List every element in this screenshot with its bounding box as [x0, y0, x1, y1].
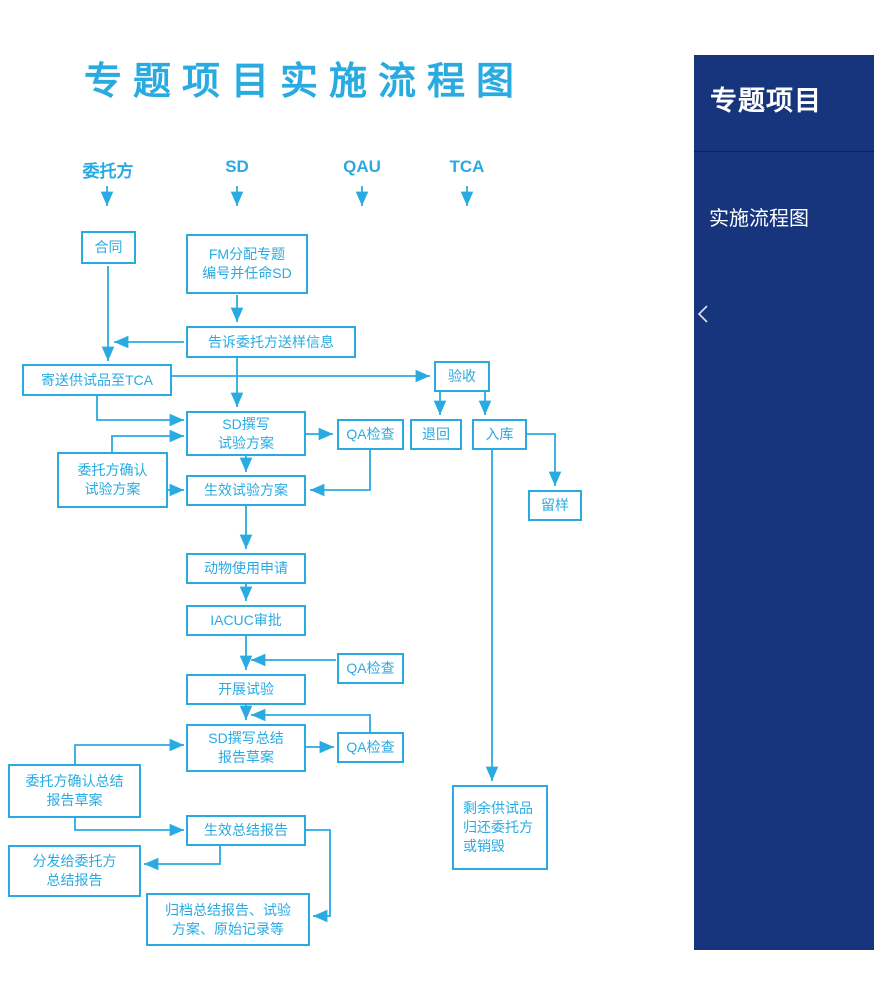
- flow-box-notify-sample-info: 告诉委托方送样信息: [186, 326, 356, 358]
- sidebar-heading: 专题项目: [710, 86, 822, 116]
- page-title: 专题项目实施流程图: [84, 61, 526, 103]
- flow-box-reject: 退回: [410, 419, 462, 450]
- flow-box-retain-sample: 留样: [528, 490, 582, 521]
- column-header-sd: SD: [225, 157, 249, 176]
- flow-box-qa-check-2: QA检查: [337, 653, 404, 684]
- sidebar-divider: [694, 151, 874, 152]
- flow-box-qa-check-3: QA检查: [337, 732, 404, 763]
- column-header-sponsor: 委托方: [82, 162, 134, 181]
- flow-box-iacuc-approval: IACUC审批: [186, 605, 306, 636]
- column-header-qau: QAU: [343, 157, 381, 176]
- flow-box-send-test-article: 寄送供试品至TCA: [22, 364, 172, 396]
- collapse-chevron-icon[interactable]: [696, 303, 710, 325]
- flow-box-sponsor-confirm-protocol: 委托方确认 试验方案: [57, 452, 168, 508]
- column-header-tca: TCA: [449, 157, 485, 176]
- flow-box-remaining-sample: 剩余供试品 归还委托方 或销毁: [452, 785, 548, 870]
- sidebar-item-flowchart[interactable]: 实施流程图: [709, 208, 809, 230]
- flow-box-sd-draft-protocol: SD撰写 试验方案: [186, 411, 306, 456]
- flow-box-sd-draft-report: SD撰写总结 报告草案: [186, 724, 306, 772]
- flow-box-animal-use-application: 动物使用申请: [186, 553, 306, 584]
- flow-box-sponsor-confirm-report: 委托方确认总结 报告草案: [8, 764, 141, 818]
- flow-box-distribute-report: 分发给委托方 总结报告: [8, 845, 141, 897]
- flow-box-warehouse: 入库: [472, 419, 527, 450]
- sidebar: 专题项目 实施流程图: [694, 55, 874, 950]
- flow-box-archive: 归档总结报告、试验 方案、原始记录等: [146, 893, 310, 946]
- flow-box-conduct-study: 开展试验: [186, 674, 306, 705]
- flow-box-effective-protocol: 生效试验方案: [186, 475, 306, 506]
- flow-box-contract: 合同: [81, 231, 136, 264]
- flow-box-qa-check-1: QA检查: [337, 419, 404, 450]
- flow-box-acceptance: 验收: [434, 361, 490, 392]
- flow-box-fm-assign: FM分配专题 编号并任命SD: [186, 234, 308, 294]
- flow-box-effective-report: 生效总结报告: [186, 815, 306, 846]
